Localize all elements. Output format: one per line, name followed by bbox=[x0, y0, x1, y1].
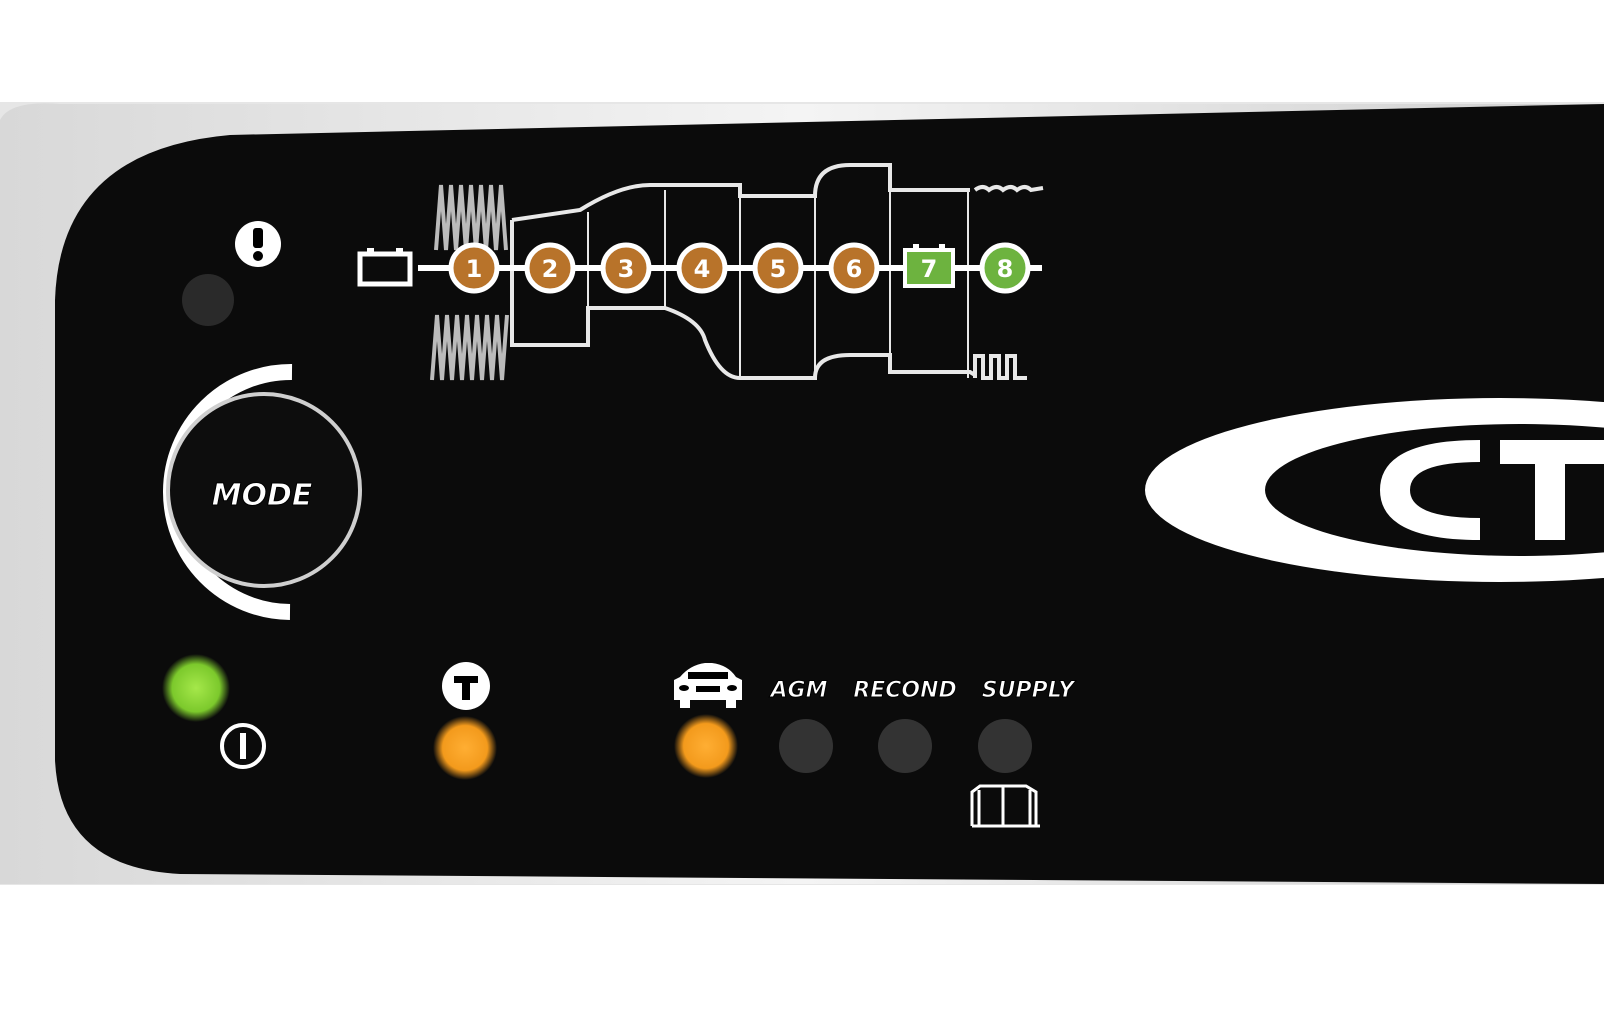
recond-led bbox=[878, 719, 932, 773]
step-7-indicator: 7 bbox=[903, 244, 955, 288]
step-4-indicator: 4 bbox=[676, 242, 728, 294]
power-icon bbox=[220, 723, 266, 769]
ctek-logo bbox=[1145, 398, 1604, 582]
step-label: 2 bbox=[542, 255, 559, 283]
step-label: 7 bbox=[921, 255, 938, 283]
step-label: 4 bbox=[694, 255, 711, 283]
step-label: 6 bbox=[846, 255, 863, 283]
supply-led bbox=[978, 719, 1032, 773]
step-3-indicator: 3 bbox=[600, 242, 652, 294]
step-6-indicator: 6 bbox=[828, 242, 880, 294]
step-8-indicator: 8 bbox=[979, 242, 1031, 294]
mode-button[interactable]: MODE bbox=[166, 392, 362, 588]
error-led bbox=[182, 274, 234, 326]
step-1-indicator: 1 bbox=[448, 242, 500, 294]
step-2-indicator: 2 bbox=[524, 242, 576, 294]
power-led bbox=[162, 654, 230, 722]
agm-label: AGM bbox=[769, 678, 828, 703]
agm-led bbox=[779, 719, 833, 773]
temperature-led bbox=[433, 716, 497, 780]
t-icon bbox=[442, 662, 490, 710]
car-led bbox=[674, 714, 738, 778]
step-label: 5 bbox=[770, 255, 787, 283]
exclamation-icon bbox=[235, 221, 281, 267]
battery-icon bbox=[357, 248, 413, 287]
recond-label: RECOND bbox=[853, 678, 957, 703]
book-icon bbox=[970, 784, 1040, 828]
step-label: 1 bbox=[466, 255, 483, 283]
step-label: 3 bbox=[618, 255, 635, 283]
supply-label: SUPPLY bbox=[982, 678, 1077, 703]
step-label: 8 bbox=[997, 255, 1014, 283]
car-icon bbox=[674, 663, 742, 708]
charge-curve-diagram bbox=[430, 163, 1044, 381]
mode-button-label: MODE bbox=[212, 478, 313, 513]
step-5-indicator: 5 bbox=[752, 242, 804, 294]
